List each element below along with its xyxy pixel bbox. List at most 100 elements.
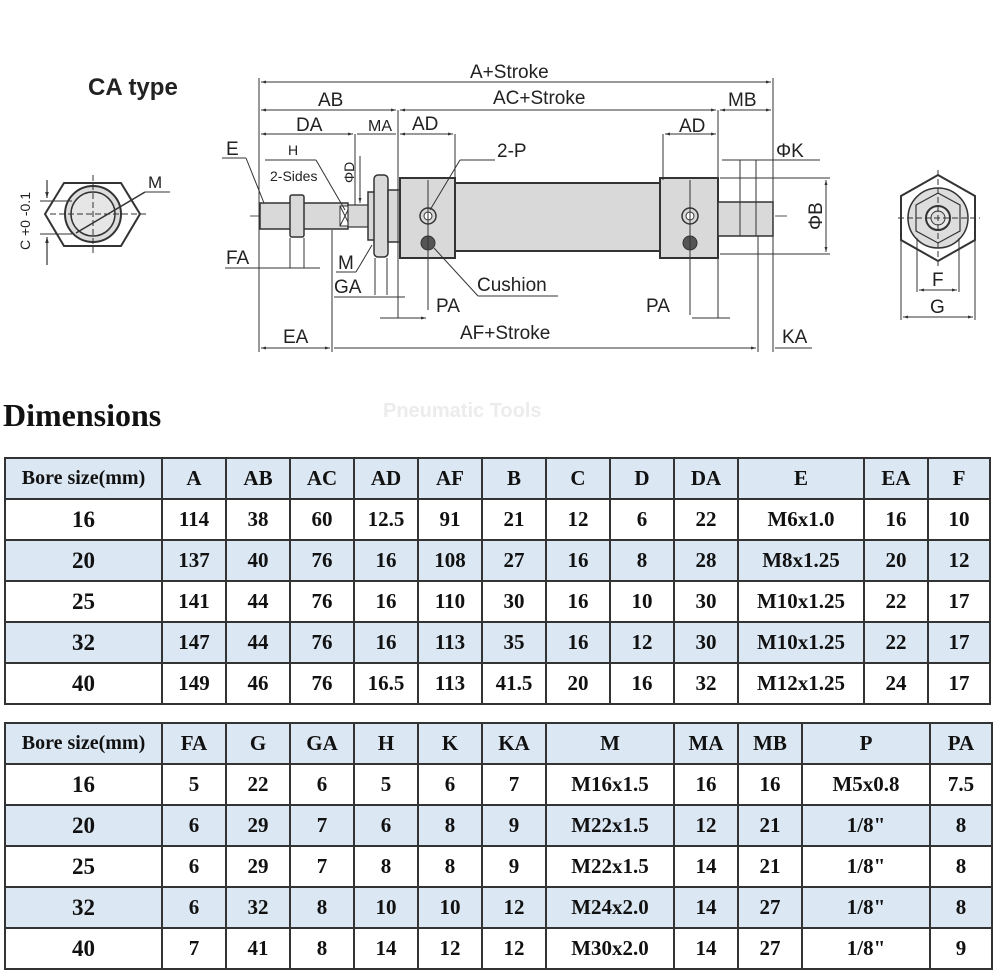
- table-cell: 28: [673, 539, 739, 582]
- table-cell: 6: [161, 886, 227, 929]
- table-cell: 35: [481, 621, 547, 664]
- table-cell: 141: [161, 580, 227, 623]
- label-ga: GA: [334, 277, 362, 298]
- table-cell: 14: [673, 927, 739, 970]
- side-view: A+Stroke AB AC+Stroke MB DA MA AD AD E H…: [222, 62, 830, 352]
- table-cell: 46: [225, 662, 291, 705]
- table-cell: 6: [609, 498, 675, 541]
- table-cell: 16: [353, 621, 419, 664]
- bore-size-cell: 32: [4, 621, 163, 664]
- table-cell: 17: [927, 662, 991, 705]
- table-cell: M10x1.25: [737, 580, 865, 623]
- table-cell: 12: [417, 927, 483, 970]
- table-cell: 17: [927, 621, 991, 664]
- table-cell: 12: [609, 621, 675, 664]
- table-cell: 16: [353, 580, 419, 623]
- label-ab: AB: [318, 90, 343, 111]
- bore-size-cell: 32: [4, 886, 163, 929]
- table-cell: 9: [929, 927, 993, 970]
- table-cell: 6: [353, 804, 419, 847]
- table-cell: 16: [609, 662, 675, 705]
- table-cell: 30: [481, 580, 547, 623]
- table-cell: 41.5: [481, 662, 547, 705]
- table-cell: 114: [161, 498, 227, 541]
- label-pa-right: PA: [646, 296, 670, 317]
- table-cell: 8: [289, 886, 355, 929]
- label-e: E: [226, 139, 239, 160]
- header-cell: EA: [863, 457, 929, 500]
- table-header-row: Bore size(mm) FA G GA H K KA M MA MB P P…: [4, 722, 993, 765]
- table-cell: 30: [673, 621, 739, 664]
- table-cell: 91: [417, 498, 483, 541]
- table-cell: M30x2.0: [545, 927, 675, 970]
- table-cell: 8: [289, 927, 355, 970]
- table-cell: 7: [481, 763, 547, 806]
- table-cell: 7.5: [929, 763, 993, 806]
- header-cell: B: [481, 457, 547, 500]
- table-cell: 137: [161, 539, 227, 582]
- header-cell: MA: [673, 722, 739, 765]
- table-cell: 8: [353, 845, 419, 888]
- bore-size-cell: 20: [4, 804, 163, 847]
- header-cell: G: [225, 722, 291, 765]
- section-title: Dimensions: [3, 397, 162, 433]
- header-cell: Bore size(mm): [4, 457, 163, 500]
- table-cell: 6: [417, 763, 483, 806]
- label-pa-left: PA: [436, 296, 460, 317]
- table-cell: M22x1.5: [545, 845, 675, 888]
- left-end-view: M C +0 -0.1: [17, 173, 170, 265]
- header-cell: M: [545, 722, 675, 765]
- label-ad-right: AD: [679, 116, 705, 137]
- table-cell: 29: [225, 804, 291, 847]
- table-cell: 108: [417, 539, 483, 582]
- header-cell: P: [801, 722, 931, 765]
- table-cell: 41: [225, 927, 291, 970]
- table-cell: 12: [481, 886, 547, 929]
- label-ad-left: AD: [412, 114, 438, 135]
- table-cell: 16.5: [353, 662, 419, 705]
- table-cell: M10x1.25: [737, 621, 865, 664]
- table-cell: 1/8": [801, 886, 931, 929]
- table-cell: M12x1.25: [737, 662, 865, 705]
- label-m-left: M: [148, 173, 162, 192]
- table-cell: 1/8": [801, 845, 931, 888]
- label-phi-b: ΦB: [806, 202, 827, 230]
- watermark: Pneumatic Tools: [383, 400, 542, 422]
- table-cell: 113: [417, 662, 483, 705]
- table-cell: 113: [417, 621, 483, 664]
- bore-size-cell: 16: [4, 498, 163, 541]
- label-m-mid: M: [338, 253, 354, 274]
- label-ma: MA: [368, 118, 392, 135]
- label-da: DA: [296, 115, 323, 136]
- header-cell: A: [161, 457, 227, 500]
- table-cell: 7: [161, 927, 227, 970]
- table-cell: 76: [289, 580, 355, 623]
- table-cell: 14: [673, 845, 739, 888]
- table-cell: 30: [673, 580, 739, 623]
- table-cell: 22: [863, 621, 929, 664]
- table-cell: 8: [609, 539, 675, 582]
- drawing-title: CA type: [88, 74, 178, 101]
- label-af-stroke: AF+Stroke: [460, 323, 550, 344]
- table-cell: 6: [161, 845, 227, 888]
- right-end-view: F G: [898, 170, 980, 320]
- cylinder-drawing: M C +0 -0.1: [17, 62, 980, 352]
- table-cell: 44: [225, 621, 291, 664]
- table-cell: 20: [545, 662, 611, 705]
- label-cushion: Cushion: [477, 275, 547, 296]
- table-cell: 14: [353, 927, 419, 970]
- header-cell: DA: [673, 457, 739, 500]
- table-cell: 12: [927, 539, 991, 582]
- table-cell: 22: [673, 498, 739, 541]
- bore-size-cell: 40: [4, 927, 163, 970]
- table-cell: 12: [481, 927, 547, 970]
- label-phi-k: ΦK: [776, 141, 804, 162]
- table-cell: M5x0.8: [801, 763, 931, 806]
- table-cell: 17: [927, 580, 991, 623]
- bore-size-cell: 25: [4, 580, 163, 623]
- table-cell: 8: [929, 886, 993, 929]
